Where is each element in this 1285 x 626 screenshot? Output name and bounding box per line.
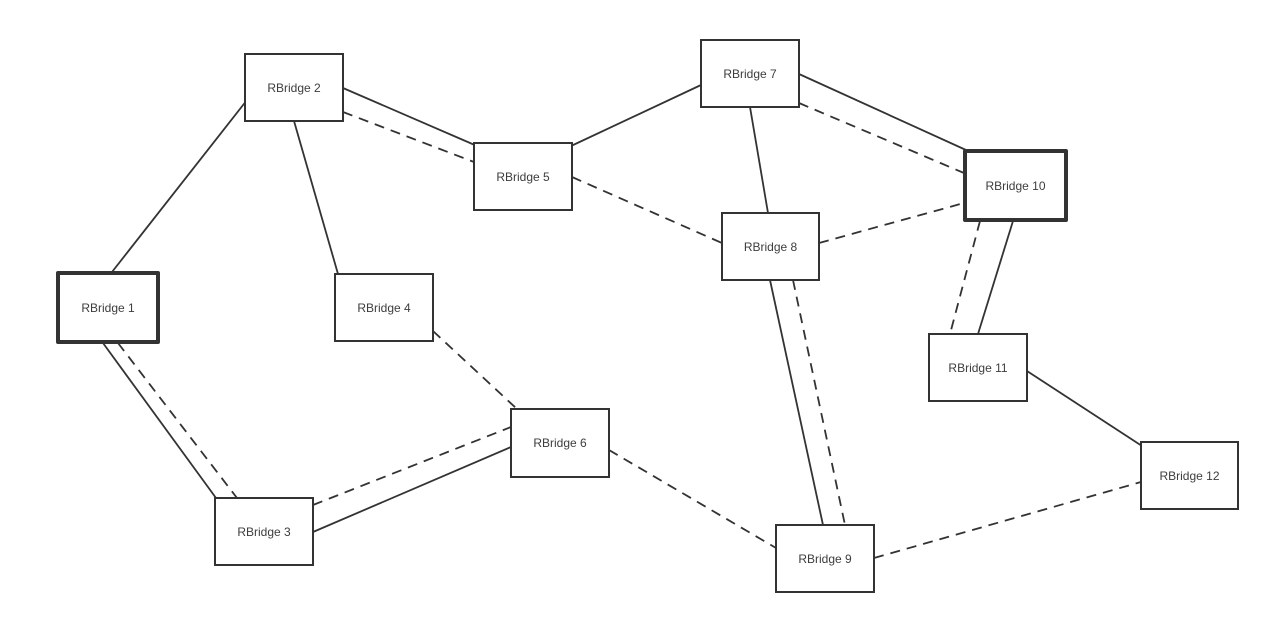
edge-rbridge-7-rbridge-10-solid [798, 73, 967, 151]
node-rbridge-4[interactable]: RBridge 4 [334, 273, 434, 342]
edge-rbridge-10-rbridge-11-dashed [949, 220, 981, 335]
edge-rbridge-2-rbridge-4-solid [293, 120, 339, 275]
edge-rbridge-2-rbridge-5-solid [342, 87, 478, 147]
node-label: RBridge 11 [948, 360, 1008, 375]
edge-rbridge-1-rbridge-3-solid [102, 342, 217, 499]
edge-rbridge-5-rbridge-7-solid [570, 84, 702, 147]
node-label: RBridge 4 [357, 300, 411, 315]
edge-rbridge-2-rbridge-5-dashed [342, 111, 475, 163]
node-rbridge-9[interactable]: RBridge 9 [775, 524, 875, 593]
edge-rbridge-9-rbridge-12-dashed [873, 481, 1142, 559]
edge-rbridge-8-rbridge-9-solid [769, 279, 824, 526]
node-rbridge-1[interactable]: RBridge 1 [56, 271, 160, 344]
node-rbridge-12[interactable]: RBridge 12 [1140, 441, 1239, 510]
edge-rbridge-7-rbridge-10-dashed [798, 102, 965, 174]
node-label: RBridge 8 [743, 239, 798, 254]
edge-rbridge-8-rbridge-10-dashed [818, 202, 965, 244]
node-rbridge-11[interactable]: RBridge 11 [928, 333, 1028, 402]
node-label: RBridge 1 [81, 300, 135, 315]
edge-rbridge-7-rbridge-8-solid [749, 106, 769, 214]
node-label: RBridge 12 [1159, 468, 1220, 483]
node-rbridge-3[interactable]: RBridge 3 [214, 497, 314, 566]
edge-rbridge-8-rbridge-9-dashed [792, 279, 846, 526]
node-rbridge-2[interactable]: RBridge 2 [244, 53, 344, 122]
edge-rbridge-10-rbridge-11-solid [977, 220, 1014, 335]
edge-rbridge-1-rbridge-3-dashed [117, 342, 238, 499]
node-label: RBridge 7 [723, 66, 777, 81]
edge-rbridge-11-rbridge-12-solid [1026, 370, 1143, 447]
node-label: RBridge 2 [267, 80, 321, 95]
node-rbridge-5[interactable]: RBridge 5 [473, 142, 573, 211]
edge-rbridge-3-rbridge-6-dashed [312, 426, 512, 506]
node-label: RBridge 10 [985, 178, 1046, 193]
edge-rbridge-1-rbridge-2-solid [111, 99, 248, 273]
node-rbridge-8[interactable]: RBridge 8 [721, 212, 820, 281]
node-rbridge-10[interactable]: RBridge 10 [963, 149, 1068, 222]
node-label: RBridge 9 [798, 551, 852, 566]
edge-rbridge-4-rbridge-6-dashed [432, 330, 518, 410]
edge-rbridge-6-rbridge-9-dashed [608, 449, 777, 549]
node-label: RBridge 3 [237, 524, 291, 539]
node-rbridge-6[interactable]: RBridge 6 [510, 408, 610, 478]
node-rbridge-7[interactable]: RBridge 7 [700, 39, 800, 108]
node-label: RBridge 6 [533, 436, 587, 450]
edge-rbridge-5-rbridge-8-dashed [571, 176, 723, 244]
node-label: RBridge 5 [496, 169, 550, 184]
edge-rbridge-3-rbridge-6-solid [312, 446, 512, 533]
